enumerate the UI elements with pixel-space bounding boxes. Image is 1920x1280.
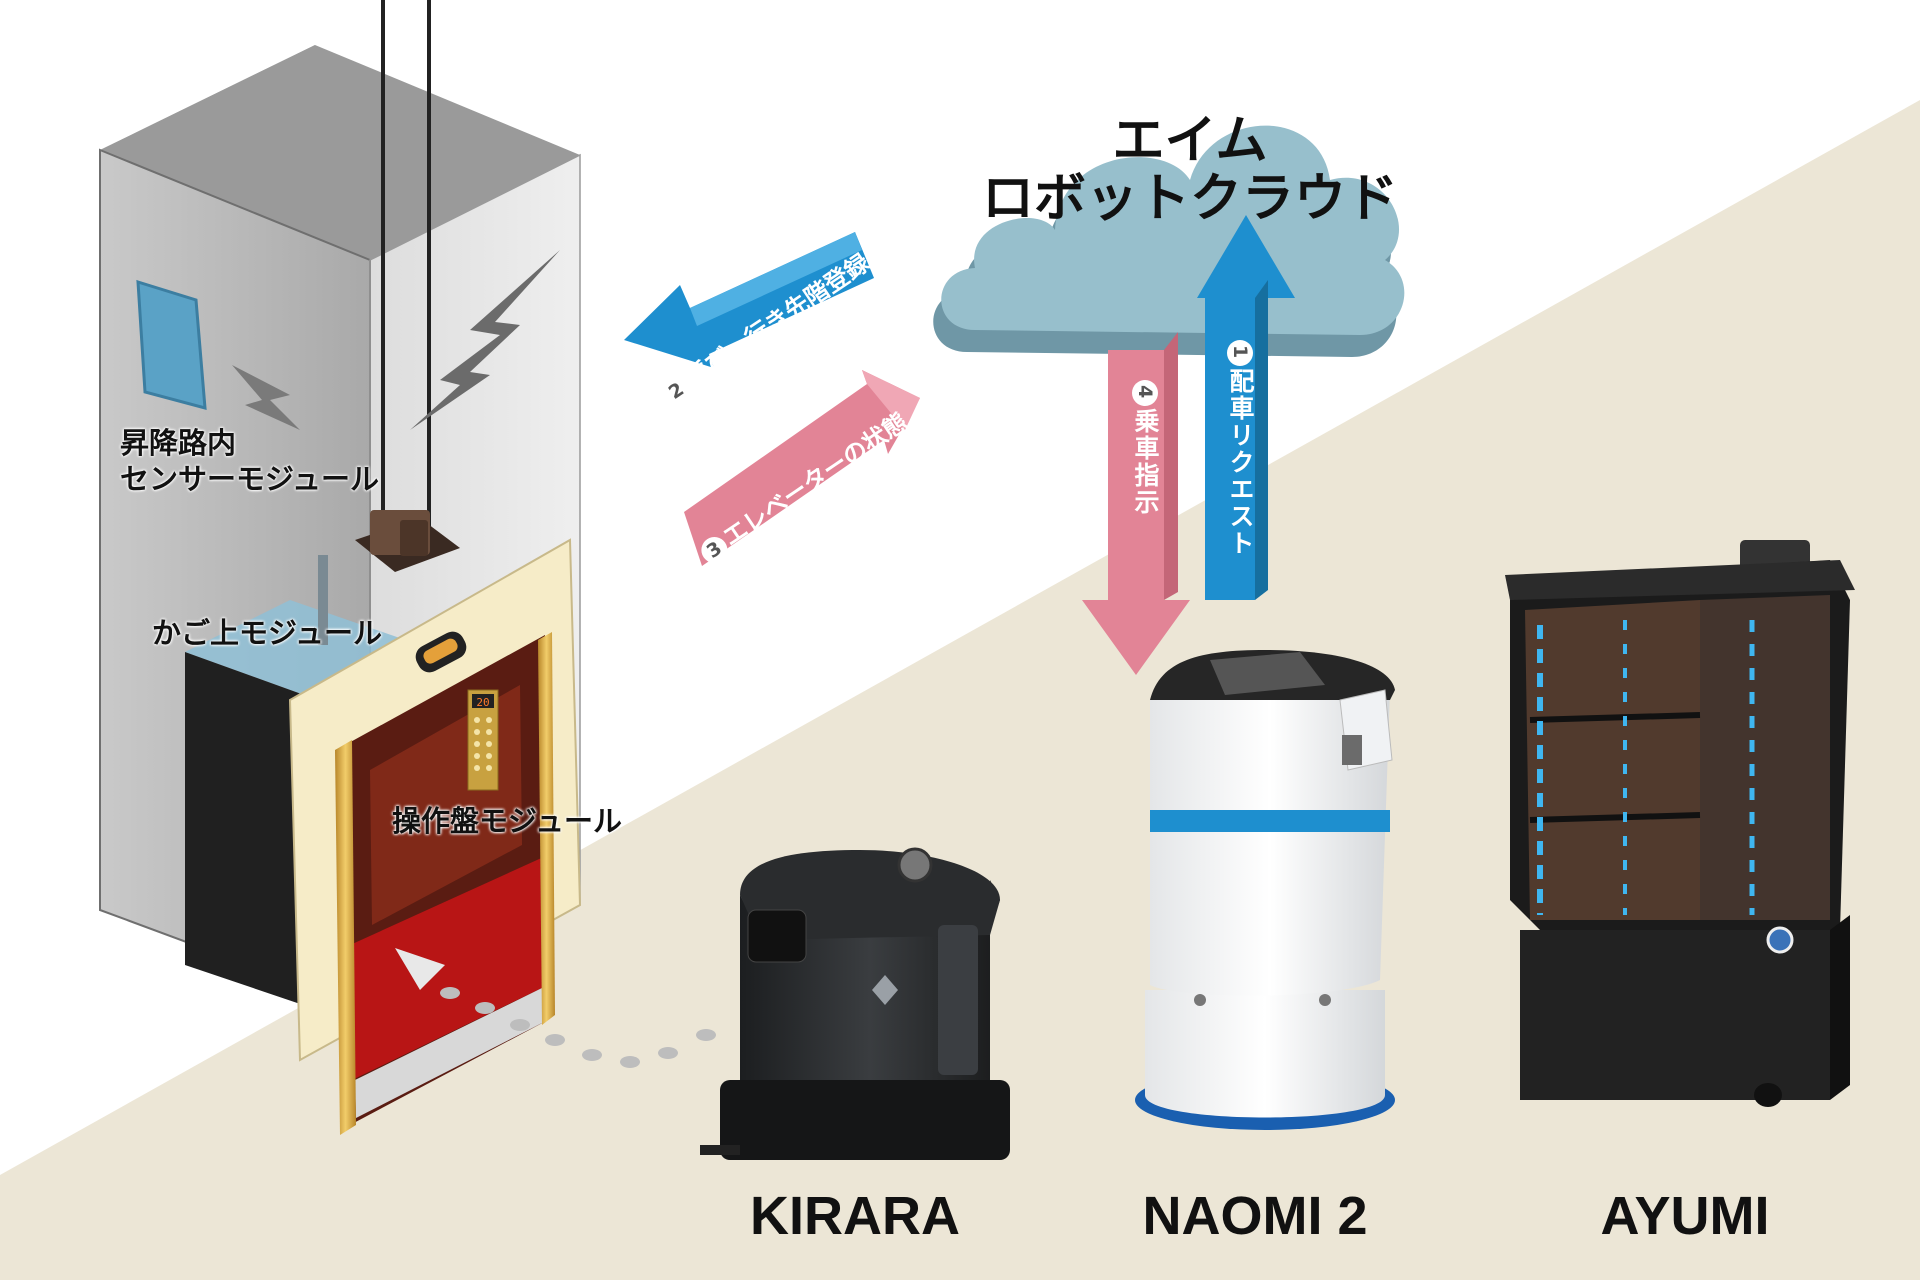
robot-name-naomi-2: NAOMI 2: [1142, 1186, 1368, 1246]
car-operating-panel: [467, 689, 499, 791]
robot-name-ayumi: AYUMI: [1600, 1186, 1770, 1246]
arrow-dispatch-request: [1205, 300, 1255, 600]
wireless-signal-icon-2: [232, 365, 300, 430]
control-panel-module-label: 操作盤モジュール: [392, 804, 622, 838]
floor-display-text: 20: [476, 696, 489, 709]
cloud-title: エイム ロボットクラウド: [960, 112, 1420, 228]
car-top-module-label: かご上モジュール: [152, 616, 382, 650]
robot-naomi-2: [1135, 650, 1395, 1130]
elevator-car: 20: [185, 538, 582, 1135]
step1-text: 配車リクエスト: [1226, 368, 1255, 557]
arrow-elevator-status: [684, 370, 920, 566]
cloud-title-line2: ロボットクラウド: [981, 169, 1398, 229]
hoistway-label-line1: 昇降路内: [120, 426, 237, 460]
aim-robot-cloud: [933, 125, 1405, 357]
hoistway-sensor-label: 昇降路内 センサーモジュール: [120, 425, 379, 497]
robot-path-dots: [440, 987, 716, 1068]
robot-name-kirara: KIRARA: [750, 1186, 960, 1246]
hoistway-label-line2: センサーモジュール: [120, 462, 379, 496]
robot-kirara: [700, 847, 1010, 1160]
step4-label: 4乗車指示: [1127, 378, 1163, 516]
step4-number: 4: [1132, 380, 1158, 406]
step1-label: 1配車リクエスト: [1222, 338, 1258, 557]
hoistway-sensor-module: [136, 279, 207, 410]
robot-ayumi: [1505, 540, 1855, 1107]
cloud-title-line1: エイム: [1112, 111, 1268, 171]
arrow-boarding-instruction: [1082, 350, 1190, 675]
step1-number: 1: [1227, 340, 1253, 366]
step4-text: 乗車指示: [1131, 408, 1160, 516]
